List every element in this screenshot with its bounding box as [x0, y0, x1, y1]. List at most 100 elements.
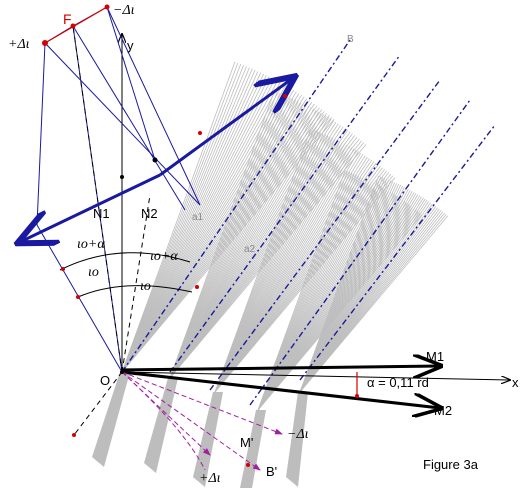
- ray-line: [214, 154, 364, 393]
- ray-line: [299, 175, 380, 393]
- label-f: F: [63, 11, 72, 27]
- ray-line: [169, 97, 291, 379]
- ray-line: [214, 167, 383, 393]
- ray-line: [121, 107, 320, 373]
- label-io-plus-alpha-left: ιo+α: [77, 237, 105, 252]
- ray-line: [169, 115, 327, 379]
- ray-line: [169, 95, 286, 379]
- ray-cusp: [193, 392, 223, 487]
- ray-line: [214, 172, 390, 393]
- ray-line: [214, 143, 345, 393]
- ray-line: [214, 131, 319, 393]
- ray-line: [214, 155, 366, 393]
- ray-line: [121, 77, 273, 373]
- ray-line: [214, 140, 338, 393]
- red-segment-f: [44, 6, 108, 44]
- label-alpha-value: α = 0,11 rd: [367, 375, 429, 390]
- ray-line: [257, 188, 385, 411]
- ray-line: [214, 132, 321, 393]
- ray-line: [121, 83, 284, 373]
- ray-line: [169, 107, 312, 379]
- ray-line: [214, 173, 392, 393]
- ray-line: [169, 112, 322, 379]
- label-n1: N1: [93, 206, 110, 221]
- ray-line: [214, 144, 348, 393]
- ray-line: [121, 85, 287, 373]
- ray-line: [257, 180, 370, 411]
- intersection-points: [120, 157, 158, 374]
- label-y-axis: y: [127, 38, 134, 53]
- angle-arcs: [59, 252, 193, 298]
- label-n2: N2: [141, 206, 158, 221]
- ray-line: [169, 111, 320, 379]
- ray-line: [214, 136, 331, 393]
- ray-line: [121, 109, 323, 373]
- ray-line: [257, 172, 353, 411]
- ray-line: [121, 113, 328, 373]
- label-a2: a2: [244, 244, 256, 255]
- ray-line: [121, 66, 247, 373]
- ray-line: [214, 147, 352, 393]
- ray-line: [257, 186, 381, 411]
- ray-line: [169, 91, 275, 379]
- ray-line: [121, 65, 244, 373]
- reflected-ray-fans: [92, 61, 449, 488]
- ray-line: [121, 82, 281, 373]
- wavefront-arrow: [159, 78, 293, 177]
- ray-line: [169, 131, 351, 379]
- figure-caption: Figure 3a: [423, 457, 479, 472]
- ray-line: [121, 88, 292, 373]
- label-plus-delta-bottom: +Δι: [199, 471, 221, 486]
- ray-line: [169, 102, 302, 379]
- x-axis: [121, 371, 510, 380]
- label-m1: M1: [426, 349, 444, 364]
- ray-line: [169, 96, 289, 379]
- ray-line: [257, 178, 366, 411]
- ray-line: [214, 128, 312, 393]
- ray-line: [121, 101, 313, 373]
- purple-rays: [121, 371, 283, 471]
- ray-line: [121, 63, 242, 373]
- ray-line: [214, 156, 368, 393]
- ray-line: [169, 135, 356, 379]
- ray-line: [121, 61, 236, 373]
- label-b: B: [347, 34, 354, 45]
- ray-line: [121, 76, 270, 373]
- ray-line: [121, 68, 253, 373]
- ray-line: [257, 171, 348, 411]
- label-origin: O: [100, 373, 110, 388]
- ray-line: [169, 114, 325, 379]
- ray-line: [169, 123, 339, 379]
- ray-cusp: [240, 410, 266, 488]
- ray-line: [214, 170, 388, 393]
- ray-line: [169, 125, 342, 379]
- mirror-m1: [121, 366, 440, 370]
- ray-line: [214, 169, 386, 393]
- ray-line: [121, 67, 250, 373]
- label-io-plus-alpha-right: ιo+α: [150, 249, 178, 264]
- ray-line: [121, 111, 325, 373]
- ray-line: [169, 108, 315, 379]
- ray-line: [121, 105, 318, 373]
- ray-line: [169, 104, 307, 379]
- ray-line: [169, 99, 296, 379]
- dashed-blue-guides: [121, 39, 496, 406]
- ray-line: [169, 126, 344, 379]
- ray-cusp: [286, 392, 308, 487]
- label-minus-delta-bottom: −Δι: [287, 427, 309, 442]
- ray-line: [169, 128, 346, 379]
- construction-lines: [36, 6, 201, 373]
- ray-line: [169, 103, 304, 379]
- ray-line: [169, 101, 299, 379]
- ray-line: [121, 72, 262, 373]
- ray-line: [257, 179, 368, 411]
- ray-cusp: [92, 372, 130, 467]
- ray-line: [121, 116, 333, 373]
- ray-line: [214, 135, 329, 393]
- ray-line: [214, 158, 370, 393]
- ray-line: [214, 133, 324, 393]
- ray-line: [214, 164, 379, 393]
- ray-cusp: [144, 378, 178, 473]
- ray-line: [214, 138, 336, 393]
